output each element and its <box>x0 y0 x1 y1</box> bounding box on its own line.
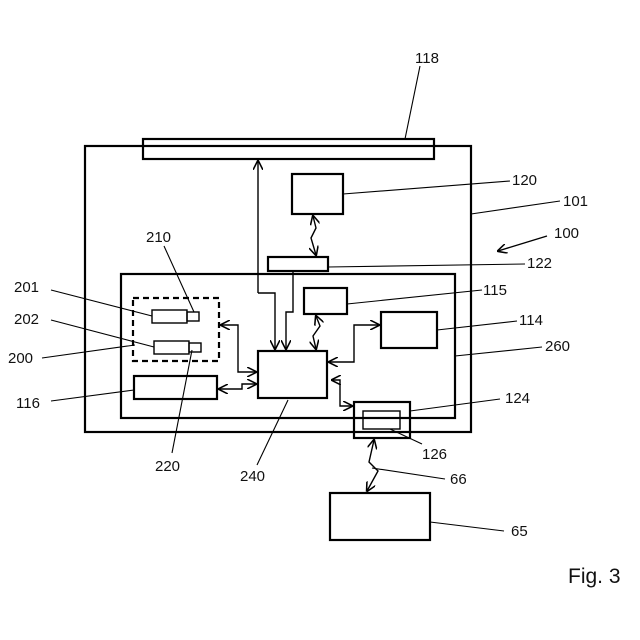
lead-101 <box>471 201 560 214</box>
figure-label: Fig. 3 <box>568 565 621 588</box>
display-bar-118 <box>143 139 434 159</box>
label-118: 118 <box>415 50 439 67</box>
block-116 <box>134 376 217 399</box>
label-124: 124 <box>505 390 530 407</box>
lead-120 <box>343 181 510 194</box>
lead-118 <box>405 66 420 139</box>
label-220: 220 <box>155 458 180 475</box>
label-65: 65 <box>511 523 528 540</box>
lead-202 <box>51 320 154 347</box>
link-200-240 <box>221 325 256 372</box>
sensor-201 <box>152 310 187 323</box>
connector-122 <box>268 257 328 271</box>
label-100: 100 <box>554 225 579 242</box>
label-115: 115 <box>483 282 507 299</box>
lead-210 <box>164 246 194 312</box>
label-101: 101 <box>563 193 588 210</box>
link-240-124 <box>332 380 352 406</box>
label-240: 240 <box>240 468 265 485</box>
processor-240 <box>258 351 327 398</box>
link-118-240-b <box>258 293 275 349</box>
arrow-100 <box>498 236 547 251</box>
label-66: 66 <box>450 471 467 488</box>
sensor-220-tip <box>189 343 201 352</box>
link-240-114 <box>329 325 379 362</box>
port-126 <box>363 411 400 429</box>
lead-66 <box>372 468 445 479</box>
link-120-122 <box>311 216 316 255</box>
external-device-65 <box>330 493 430 540</box>
lead-260 <box>455 347 542 356</box>
label-120: 120 <box>512 172 537 189</box>
label-126: 126 <box>422 446 447 463</box>
link-115-240 <box>313 316 320 349</box>
lead-220 <box>172 350 192 453</box>
link-122-240 <box>286 271 293 349</box>
link-66 <box>367 440 378 491</box>
block-114 <box>381 312 437 348</box>
board-260 <box>121 274 455 418</box>
sensor-210-tip <box>187 312 199 321</box>
lead-122 <box>328 264 525 267</box>
label-122: 122 <box>527 255 552 272</box>
block-120 <box>292 174 343 214</box>
label-114: 114 <box>519 312 543 329</box>
label-116: 116 <box>16 395 40 412</box>
lead-114 <box>437 321 517 330</box>
block-115 <box>304 288 347 314</box>
sensor-202 <box>154 341 189 354</box>
lead-115 <box>347 290 482 304</box>
label-202: 202 <box>14 311 39 328</box>
label-200: 200 <box>8 350 33 367</box>
label-260: 260 <box>545 338 570 355</box>
module-200 <box>133 298 219 361</box>
label-210: 210 <box>146 229 171 246</box>
lead-201 <box>51 290 152 316</box>
link-116-240 <box>219 384 256 389</box>
label-201: 201 <box>14 279 39 296</box>
lead-65 <box>430 522 504 531</box>
